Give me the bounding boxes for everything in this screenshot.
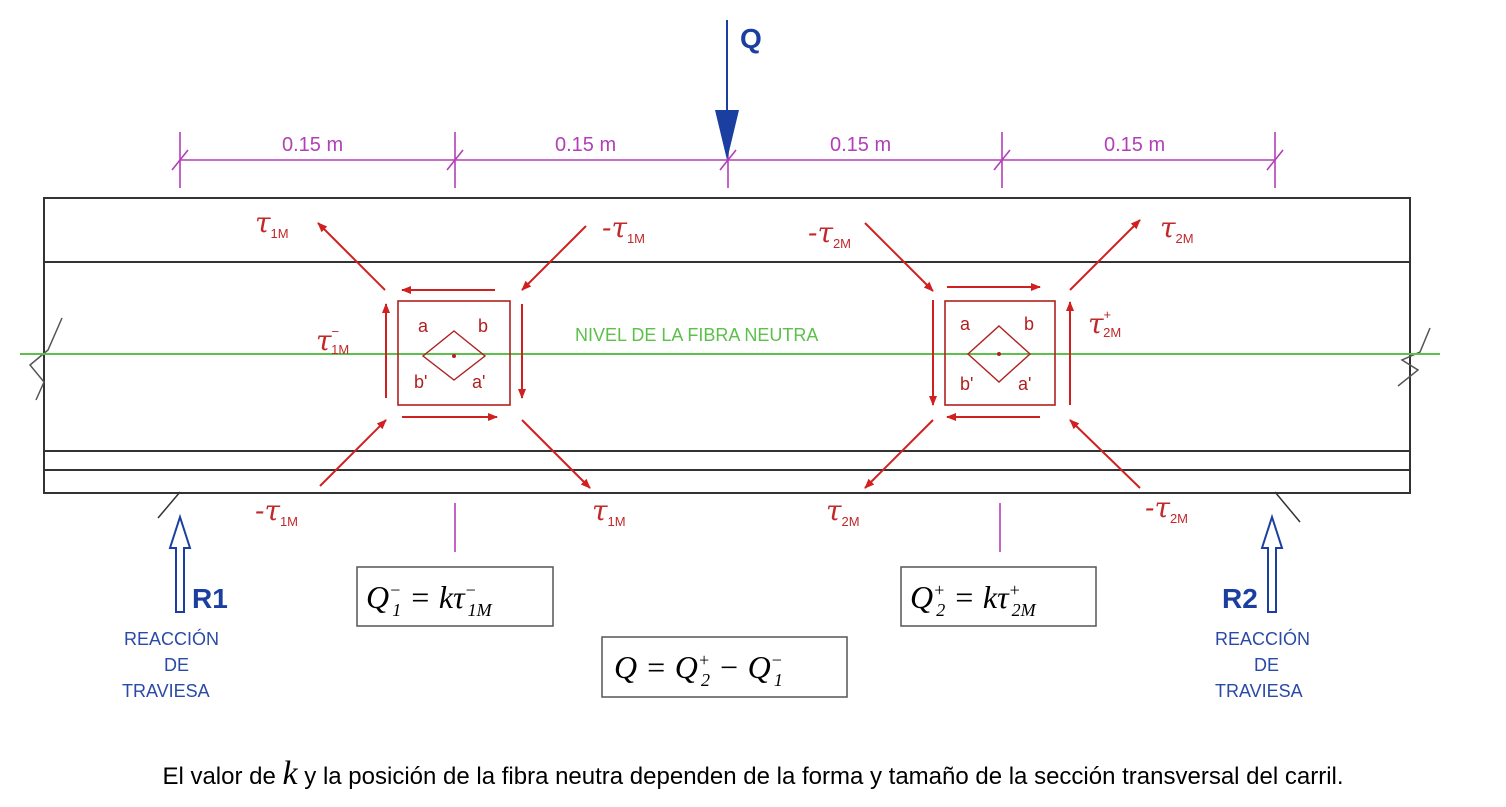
reaction-1-text-line2: DE [164,655,189,675]
stress-2-bottom-left: τ2M [826,494,860,529]
stress-2-side: τ+2M [1088,307,1121,340]
svg-text:Q+2 = kτ+2M: Q+2 = kτ+2M [910,579,1037,620]
load-label: Q [740,23,762,54]
stress-1-top-right: -τ1M [602,211,645,246]
reaction-1-text-line1: REACCIÓN [124,628,219,649]
element-1-corner-b: b [478,316,488,336]
stress-2-top-left: -τ2M [808,216,851,251]
element-1-corner-b-prime: b' [414,372,427,392]
reaction-1-label: R1 [192,583,228,614]
reaction-2-label: R2 [1222,583,1258,614]
neutral-axis-label: NIVEL DE LA FIBRA NEUTRA [575,325,818,345]
reaction-2-arrow [1260,491,1301,613]
svg-text:Q−1 = kτ−1M: Q−1 = kτ−1M [366,579,493,620]
element-2-corner-b: b [1024,314,1034,334]
element-2-corner-a-prime: a' [1018,374,1031,394]
reaction-2-text-line1: REACCIÓN [1215,628,1310,649]
caption: El valor de k y la posición de la fibra … [0,755,1506,793]
main-formula-box: Q = Q+2 − Q−1 [601,636,848,698]
stress-2-top-right: τ2M [1160,211,1194,246]
dimension-line [171,132,1284,188]
stress-2-bottom-right: -τ2M [1145,491,1188,526]
load-arrow [715,20,739,160]
reaction-2-text-line3: TRAVIESA [1215,681,1303,701]
stress-1-top-left: τ1M [255,206,289,241]
dimension-label-4: 0.15 m [1104,134,1165,156]
stress-1-side: τ−1M [316,324,349,357]
formula-q1-box: Q−1 = kτ−1M [356,566,554,627]
caption-variable-k: k [282,755,298,792]
dimension-label-3: 0.15 m [830,134,891,156]
section-marks [454,503,1001,552]
caption-after: y la posición de la fibra neutra depende… [297,763,1344,790]
break-marks [28,317,1431,401]
element-1 [317,222,591,489]
reaction-1-text-line3: TRAVIESA [122,681,210,701]
element-2-corner-b-prime: b' [960,374,973,394]
stress-1-bottom-right: τ1M [592,494,626,529]
rail-body [43,197,1411,494]
svg-text:Q = Q+2 − Q−1: Q = Q+2 − Q−1 [614,649,783,690]
element-1-corner-a-prime: a' [472,372,485,392]
element-2-corner-a: a [960,314,971,334]
dimension-label-2: 0.15 m [555,134,616,156]
formula-q2-box: Q+2 = kτ+2M [900,566,1097,627]
element-2 [864,219,1141,489]
caption-before: El valor de [162,763,283,790]
dimension-label-1: 0.15 m [282,134,343,156]
stress-1-bottom-left: -τ1M [255,494,298,529]
element-1-corner-a: a [418,316,429,336]
reaction-1-arrow [157,491,192,613]
reaction-2-text-line2: DE [1254,655,1279,675]
